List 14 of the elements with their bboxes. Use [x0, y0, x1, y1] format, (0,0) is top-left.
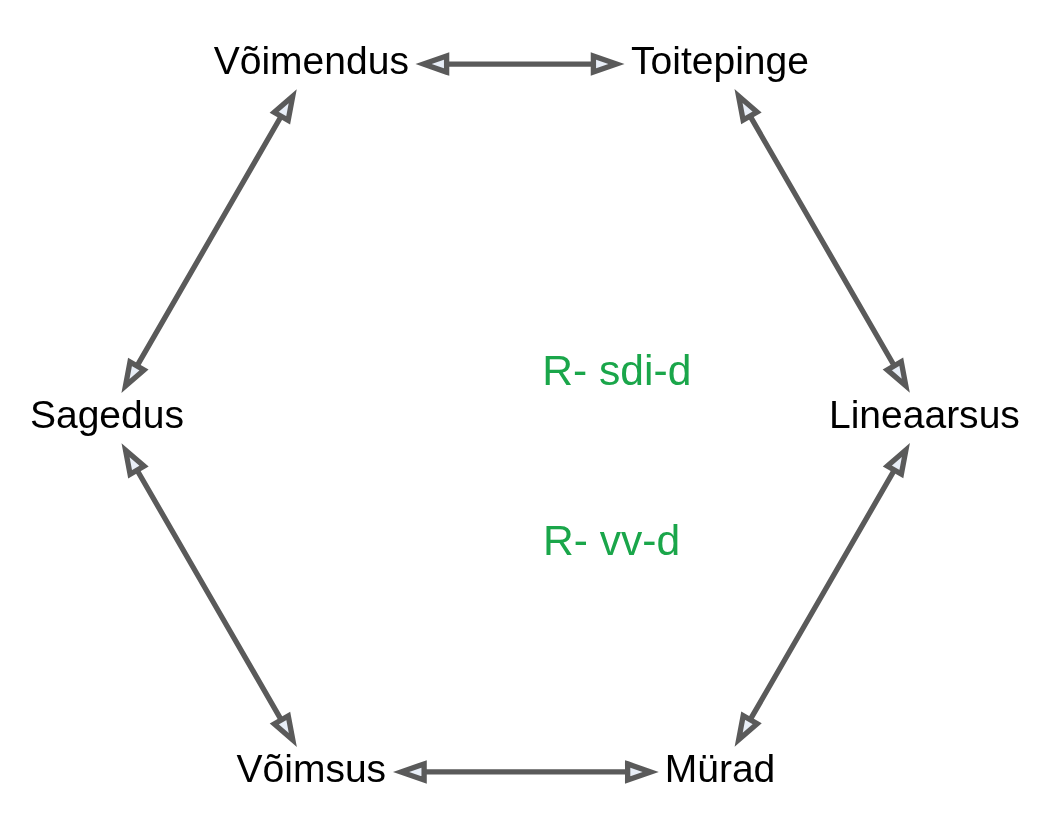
- node-text: Toitepinge: [631, 38, 809, 82]
- arrow: [734, 442, 910, 747]
- node-text: Sagedus: [29, 392, 184, 436]
- label: R- vv-d: [542, 515, 681, 564]
- arrow: [121, 88, 297, 393]
- arrow: [393, 759, 659, 784]
- node-text: Mürad: [664, 746, 776, 790]
- node-text: Võimsus: [236, 746, 387, 790]
- node-text: Lineaarsus: [828, 392, 1020, 436]
- arrow: [121, 442, 297, 747]
- arrow: [734, 88, 910, 393]
- label: R- sdi-d: [542, 345, 692, 394]
- node-text: Võimendus: [213, 38, 409, 82]
- arrow: [415, 51, 625, 76]
